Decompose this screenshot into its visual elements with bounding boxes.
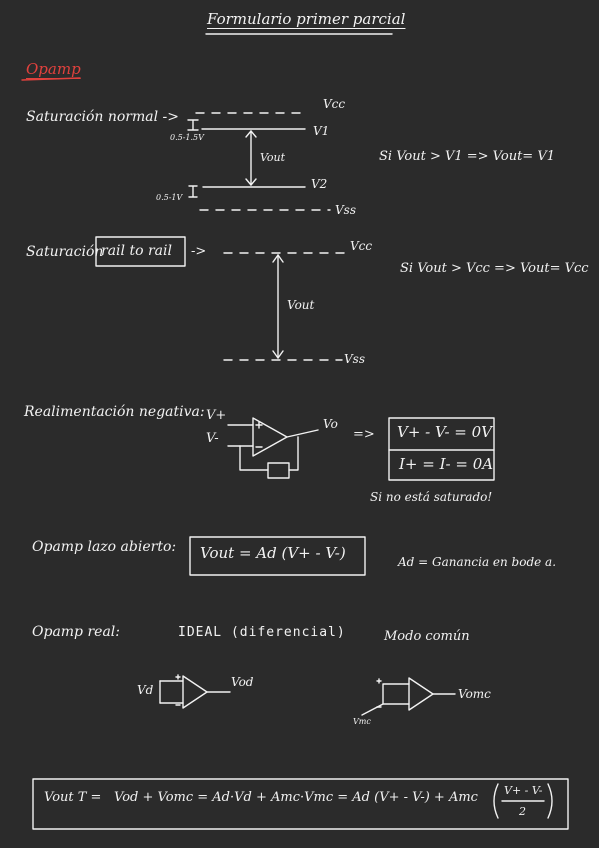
mc-opamp-signs — [376, 678, 382, 708]
opamp-vplus: V+ — [206, 408, 227, 423]
ideal-vd: Vd — [137, 683, 154, 697]
sat-rail-vout: Vout — [287, 298, 315, 312]
section-underline — [21, 77, 81, 81]
rail-vout-arrow-down — [272, 350, 284, 359]
mc-opamp-triangle — [408, 677, 434, 711]
opamp-triangle — [252, 417, 288, 457]
final-formula-rhs: Vod + Vomc = Ad·Vd + Amc·Vmc = Ad (V+ - … — [114, 790, 478, 805]
modo-comun-label: Modo común — [384, 629, 470, 644]
opamp-plus-sign — [255, 421, 263, 429]
sat-normal-vss: Vss — [335, 203, 356, 217]
mc-opamp-input-wires — [382, 683, 410, 705]
saturation-note: Si no está saturado! — [370, 490, 493, 504]
rail-to-rail-box — [95, 236, 186, 267]
mc-vmc-lead — [361, 703, 384, 716]
ideal-opamp-triangle — [182, 675, 208, 709]
sat-normal-v2: V2 — [311, 177, 328, 191]
final-formula-fraction-denominator: 2 — [519, 805, 526, 818]
upper-margin-bracket — [187, 119, 199, 131]
virtual-short-eq: V+ - V- = 0V — [397, 423, 493, 441]
sat-normal-upper-margin: 0.5-1.5V — [170, 133, 204, 142]
final-formula-fraction-numerator: V+ - V- — [504, 784, 543, 797]
final-formula-lhs: Vout T = — [44, 790, 102, 805]
open-loop-formula: Vout = Ad (V+ - V-) — [200, 544, 346, 562]
opamp-vo: Vo — [323, 417, 338, 431]
paren-left — [493, 783, 499, 819]
sat-rail-rule: Si Vout > Vcc => Vout= Vcc — [400, 261, 589, 276]
vout-arrow-up — [245, 130, 257, 138]
paren-right — [547, 783, 553, 819]
saturacion-rail-boxed: rail to rail — [101, 243, 172, 259]
saturacion-rail-label: Saturación — [26, 244, 104, 260]
ideal-vod: Vod — [231, 675, 254, 689]
lazo-abierto-label: Opamp lazo abierto: — [32, 539, 177, 555]
ideal-diferencial-label: IDEAL (diferencial) — [178, 625, 346, 640]
opamp-vminus: V- — [206, 431, 219, 446]
lower-margin-bracket — [188, 185, 198, 198]
section-heading: Opamp — [26, 60, 81, 78]
open-loop-formula-box — [189, 536, 366, 576]
page-title: Formulario primer parcial — [207, 10, 406, 28]
sat-normal-vout: Vout — [260, 151, 286, 164]
result-box — [388, 417, 495, 481]
zero-current-eq: I+ = I- = 0A — [399, 455, 494, 473]
vout-arrow-down — [245, 178, 257, 186]
sat-normal-lower-margin: 0.5-1V — [156, 193, 183, 202]
sat-rail-vss: Vss — [344, 352, 365, 366]
sat-normal-vcc: Vcc — [323, 97, 346, 111]
sat-normal-v1: V1 — [313, 124, 330, 138]
feedback-resistor — [267, 462, 290, 479]
feedback-path — [239, 436, 299, 471]
ad-definition: Ad = Ganancia en bode a. — [398, 555, 557, 569]
saturacion-normal-label: Saturación normal -> — [26, 109, 179, 125]
ideal-opamp-signs — [175, 674, 181, 706]
sat-rail-vcc: Vcc — [350, 239, 373, 253]
mc-vomc: Vomc — [458, 687, 491, 701]
final-formula-box — [32, 778, 569, 830]
rail-vout-arrow-up — [272, 254, 284, 263]
opamp-output-wire — [286, 429, 319, 438]
ideal-opamp-wires — [159, 680, 231, 704]
saturacion-rail-arrow: -> — [191, 244, 207, 259]
implies-arrow: => — [353, 427, 375, 442]
sat-normal-rule: Si Vout > V1 => Vout= V1 — [379, 149, 555, 164]
opamp-real-label: Opamp real: — [32, 624, 120, 640]
mc-vmc: Vmc — [353, 717, 371, 726]
realimentacion-label: Realimentación negativa: — [24, 404, 205, 420]
